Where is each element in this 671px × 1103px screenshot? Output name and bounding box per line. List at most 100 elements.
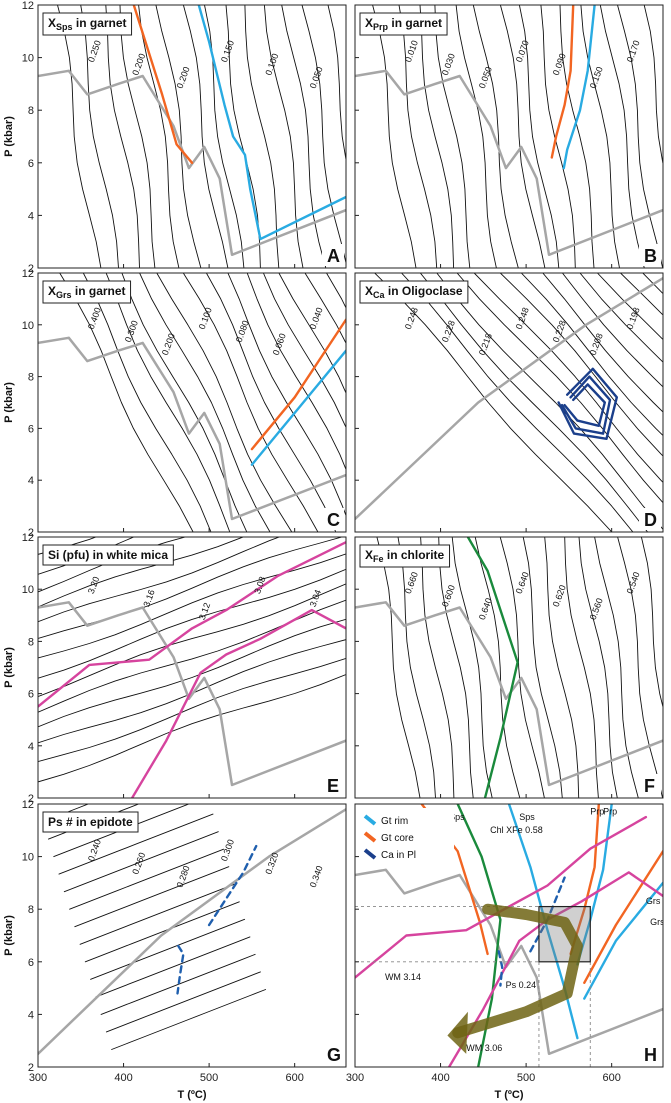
contour-label: 0.100 xyxy=(197,306,214,331)
panel-letter-bg xyxy=(322,508,344,530)
curve-label: Sps xyxy=(449,812,465,822)
isoline xyxy=(617,537,663,798)
contour-label: 0.660 xyxy=(403,571,420,596)
panel-title-text: Si (pfu) in white mica xyxy=(48,548,168,562)
series-line xyxy=(250,349,346,466)
contour-label: 0.030 xyxy=(440,52,457,77)
isoline xyxy=(304,273,346,345)
isoline xyxy=(119,5,156,268)
y-tick-label: 2 xyxy=(28,793,34,805)
isoline xyxy=(559,5,595,268)
panel-title: Si (pfu) in white mica xyxy=(42,544,174,566)
panel-letter-bg xyxy=(639,774,661,796)
y-tick-label: 12 xyxy=(22,268,34,280)
contour-label: 0.280 xyxy=(175,864,192,889)
isoline xyxy=(38,618,346,728)
series-line xyxy=(132,5,194,164)
panel-title-text: XPrp in garnet xyxy=(365,16,442,32)
series-line xyxy=(207,844,258,927)
panel-letter-bg xyxy=(639,1043,661,1065)
panel-frame xyxy=(37,803,347,1068)
series-line xyxy=(550,5,575,159)
isoline xyxy=(246,273,346,471)
isoline xyxy=(472,5,519,268)
panel-title: XCa in Oligoclase xyxy=(359,280,469,304)
y-tick-label: 4 xyxy=(28,210,34,222)
x-tick-label: 600 xyxy=(602,1072,620,1084)
series-line xyxy=(569,804,600,956)
isoline xyxy=(436,273,663,530)
stability-boundary xyxy=(355,276,663,521)
panel-frame xyxy=(37,272,347,533)
panel-frame xyxy=(354,536,664,799)
isoline xyxy=(38,568,346,679)
isoline xyxy=(419,273,649,532)
y-tick-label: 10 xyxy=(22,584,34,596)
isoline xyxy=(301,5,346,265)
contour-label: 0.248 xyxy=(403,306,420,331)
contour-label: 0.228 xyxy=(440,319,457,344)
contour-label: 0.560 xyxy=(588,597,605,622)
isoline xyxy=(80,5,119,268)
isoline xyxy=(111,989,267,1050)
y-tick-label: 2 xyxy=(28,263,34,275)
isoline xyxy=(579,273,663,363)
title-sub: Fe xyxy=(373,554,384,564)
isoline xyxy=(38,537,187,593)
panel-frame xyxy=(37,536,347,799)
contour-label: 0.218 xyxy=(477,332,494,357)
series-line xyxy=(557,367,618,440)
contour-label: 0.150 xyxy=(219,39,236,64)
isoline xyxy=(69,848,225,910)
y-tick-label: 8 xyxy=(28,105,34,117)
panel-letter-bg xyxy=(322,1043,344,1065)
panel-frame xyxy=(354,272,664,533)
isoline xyxy=(38,674,346,783)
isoline xyxy=(100,953,256,1015)
isoline xyxy=(540,5,576,268)
isoline xyxy=(263,5,304,268)
isoline xyxy=(372,5,417,268)
isoline xyxy=(438,537,474,798)
isoline xyxy=(617,5,663,268)
panel-title-text: XCa in Oligoclase xyxy=(365,284,463,300)
y-tick-label: 10 xyxy=(22,53,34,65)
isoline xyxy=(121,273,248,532)
contour-label: 0.260 xyxy=(130,851,147,876)
title-main: X xyxy=(48,16,56,30)
isoline xyxy=(642,273,663,295)
x-tick-label: 500 xyxy=(517,1072,535,1084)
legend-swatch xyxy=(363,848,377,860)
legend-label: Ca in Pl xyxy=(381,850,416,861)
contour-label: 0.400 xyxy=(86,306,103,331)
panel-title: Ps # in epidote xyxy=(42,811,139,833)
contour-label: 0.640 xyxy=(514,571,531,596)
stability-boundary xyxy=(38,69,346,257)
isoline xyxy=(38,537,281,623)
isoline xyxy=(564,537,599,798)
title-main: X xyxy=(365,284,373,298)
title-main: X xyxy=(365,16,373,30)
isoline xyxy=(38,553,346,659)
contour-label: 0.620 xyxy=(551,584,568,609)
isoline xyxy=(84,901,240,963)
isoline xyxy=(455,5,497,268)
panel-title-text: XSps in garnet xyxy=(48,16,127,32)
panel-title-text: XGrs in garnet xyxy=(48,284,126,300)
stability-boundary xyxy=(38,601,346,787)
panel-title-text: XFe in chlorite xyxy=(365,548,445,564)
isoline xyxy=(38,657,346,763)
isoline xyxy=(105,273,231,532)
isoline xyxy=(105,5,140,268)
isoline xyxy=(544,537,580,798)
panel-frame xyxy=(354,803,664,1068)
isoline xyxy=(82,273,212,532)
curve-label: Prp xyxy=(590,807,604,817)
panel-letter-bg xyxy=(639,508,661,530)
isoline xyxy=(38,537,98,555)
x-tick-label: 500 xyxy=(200,1072,218,1084)
title-sub: Grs xyxy=(56,290,72,300)
